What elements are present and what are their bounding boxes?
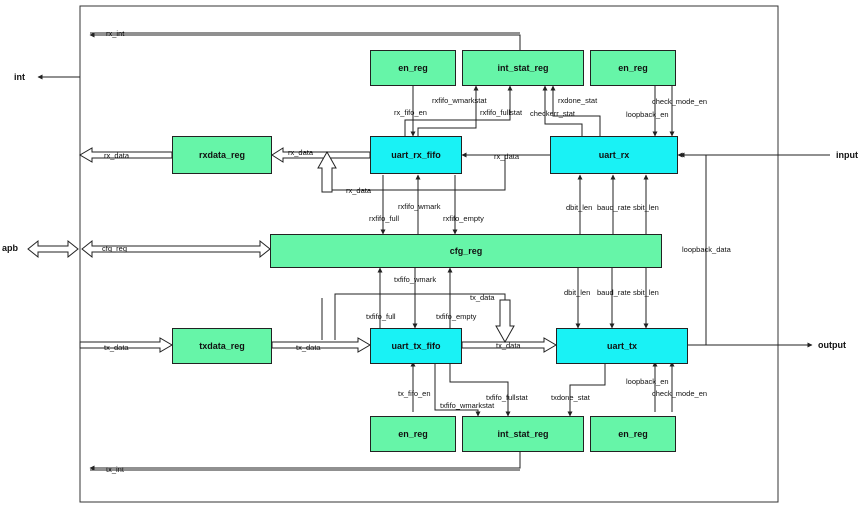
apb-bus — [27, 239, 79, 259]
tx-int-line — [89, 452, 521, 471]
dbit-len-rx-label: dbit_len — [566, 203, 593, 212]
uart-tx: uart_tx — [556, 328, 688, 364]
rx-fifo-en-label: rx_fifo_en — [394, 108, 427, 117]
txfifo-wmarkstat-label: txfifo_wmarkstat — [440, 401, 495, 410]
en-reg-bottom-left: en_reg — [370, 416, 456, 452]
tx-int-label: tx_int — [106, 465, 124, 474]
en-reg-bottom-right: en_reg — [590, 416, 676, 452]
baud-rate-rx-label: baud_rate — [597, 203, 631, 212]
txfifo-fullstat-line — [449, 362, 511, 417]
txfifo-full-label: txfifo_full — [366, 312, 396, 321]
tx-data-in-bus — [79, 337, 173, 353]
en-reg-top-right: en_reg — [590, 50, 676, 86]
txfifo-fullstat-label: txfifo_fullstat — [486, 393, 528, 402]
output-label: output — [818, 340, 846, 350]
uart-tx-fifo: uart_tx_fifo — [370, 328, 462, 364]
rxfifo-fullstat-label: rxfifo_fullstat — [480, 108, 523, 117]
rxfifo-fullstat-line — [404, 85, 513, 136]
rx-int-line — [89, 32, 521, 50]
tx-fifo-en-label: tx_fifo_en — [398, 389, 431, 398]
rx-int-label: rx_int — [106, 29, 125, 38]
txdata-reg: txdata_reg — [172, 328, 272, 364]
cfg-reg: cfg_reg — [270, 234, 662, 268]
rxfifo-wmarkstat-label: rxfifo_wmarkstat — [432, 96, 487, 105]
input-label: input — [836, 150, 858, 160]
tx-data-to-fifo-label: tx_data — [296, 343, 321, 352]
loopback-en-bot-label: loopback_en — [626, 377, 669, 386]
rx-data-fifo-label: rx_data — [288, 148, 314, 157]
int-stat-reg-top: int_stat_reg — [462, 50, 584, 86]
tx-data-fifo-to-tx-label: tx_data — [496, 341, 521, 350]
loopback-data-label: loopback_data — [682, 245, 731, 254]
apb-label: apb — [2, 243, 19, 253]
rxdone-stat-line — [550, 85, 601, 136]
loopback-en-top-label: loopback_en — [626, 110, 669, 119]
rxfifo-empty-label: rxfifo_empty — [443, 214, 484, 223]
chip-boundary — [79, 5, 779, 503]
rx-data-loop-label: rx_data — [346, 186, 372, 195]
rx-data-loop-arrow — [317, 150, 337, 193]
en-reg-top-left: en_reg — [370, 50, 456, 86]
dbit-len-tx-label: dbit_len — [564, 288, 591, 297]
checkerr-stat-label: checkerr_stat — [530, 109, 576, 118]
tx-data-in-label: tx_data — [104, 343, 129, 352]
checkerr-stat-line — [542, 85, 583, 136]
txdone-stat-line — [567, 362, 606, 417]
rxfifo-wmarkstat-line — [417, 85, 479, 136]
sbit-len-tx-label: sbit_len — [633, 288, 659, 297]
tx-data-top-label: tx_data — [470, 293, 495, 302]
rxfifo-full-label: rxfifo_full — [369, 214, 400, 223]
rx-data-rx-label: rx_data — [494, 152, 520, 161]
txdone-stat-label: txdone_stat — [551, 393, 590, 402]
txfifo-wmark-label: txfifo_wmark — [394, 275, 437, 284]
txfifo-wmarkstat-line — [434, 362, 481, 417]
tx-data-loop-arrow — [495, 299, 515, 344]
tx-data-to-tx-bus — [461, 337, 557, 353]
txfifo-empty-label: txfifo_empty — [436, 312, 477, 321]
int-label: int — [14, 72, 25, 82]
rxfifo-wmark-label: rxfifo_wmark — [398, 202, 441, 211]
sbit-len-rx-label: sbit_len — [633, 203, 659, 212]
check-mode-en-top-label: check_mode_en — [652, 97, 708, 106]
baud-rate-tx-label: baud_rate — [597, 288, 631, 297]
tx-data-to-fifo-bus — [271, 337, 371, 353]
rxdone-stat-label: rxdone_stat — [558, 96, 598, 105]
rx-data-fifo-bus — [271, 147, 371, 163]
rxdata-reg: rxdata_reg — [172, 136, 272, 174]
check-mode-en-bot-label: check_mode_en — [652, 389, 708, 398]
rx-data-out-label: rx_data — [104, 151, 130, 160]
uart-rx: uart_rx — [550, 136, 678, 174]
int-stat-reg-bottom: int_stat_reg — [462, 416, 584, 452]
uart-rx-fifo: uart_rx_fifo — [370, 136, 462, 174]
cfg-reg-label: cfg_reg — [102, 244, 128, 253]
rx-data-out-bus — [79, 147, 173, 163]
